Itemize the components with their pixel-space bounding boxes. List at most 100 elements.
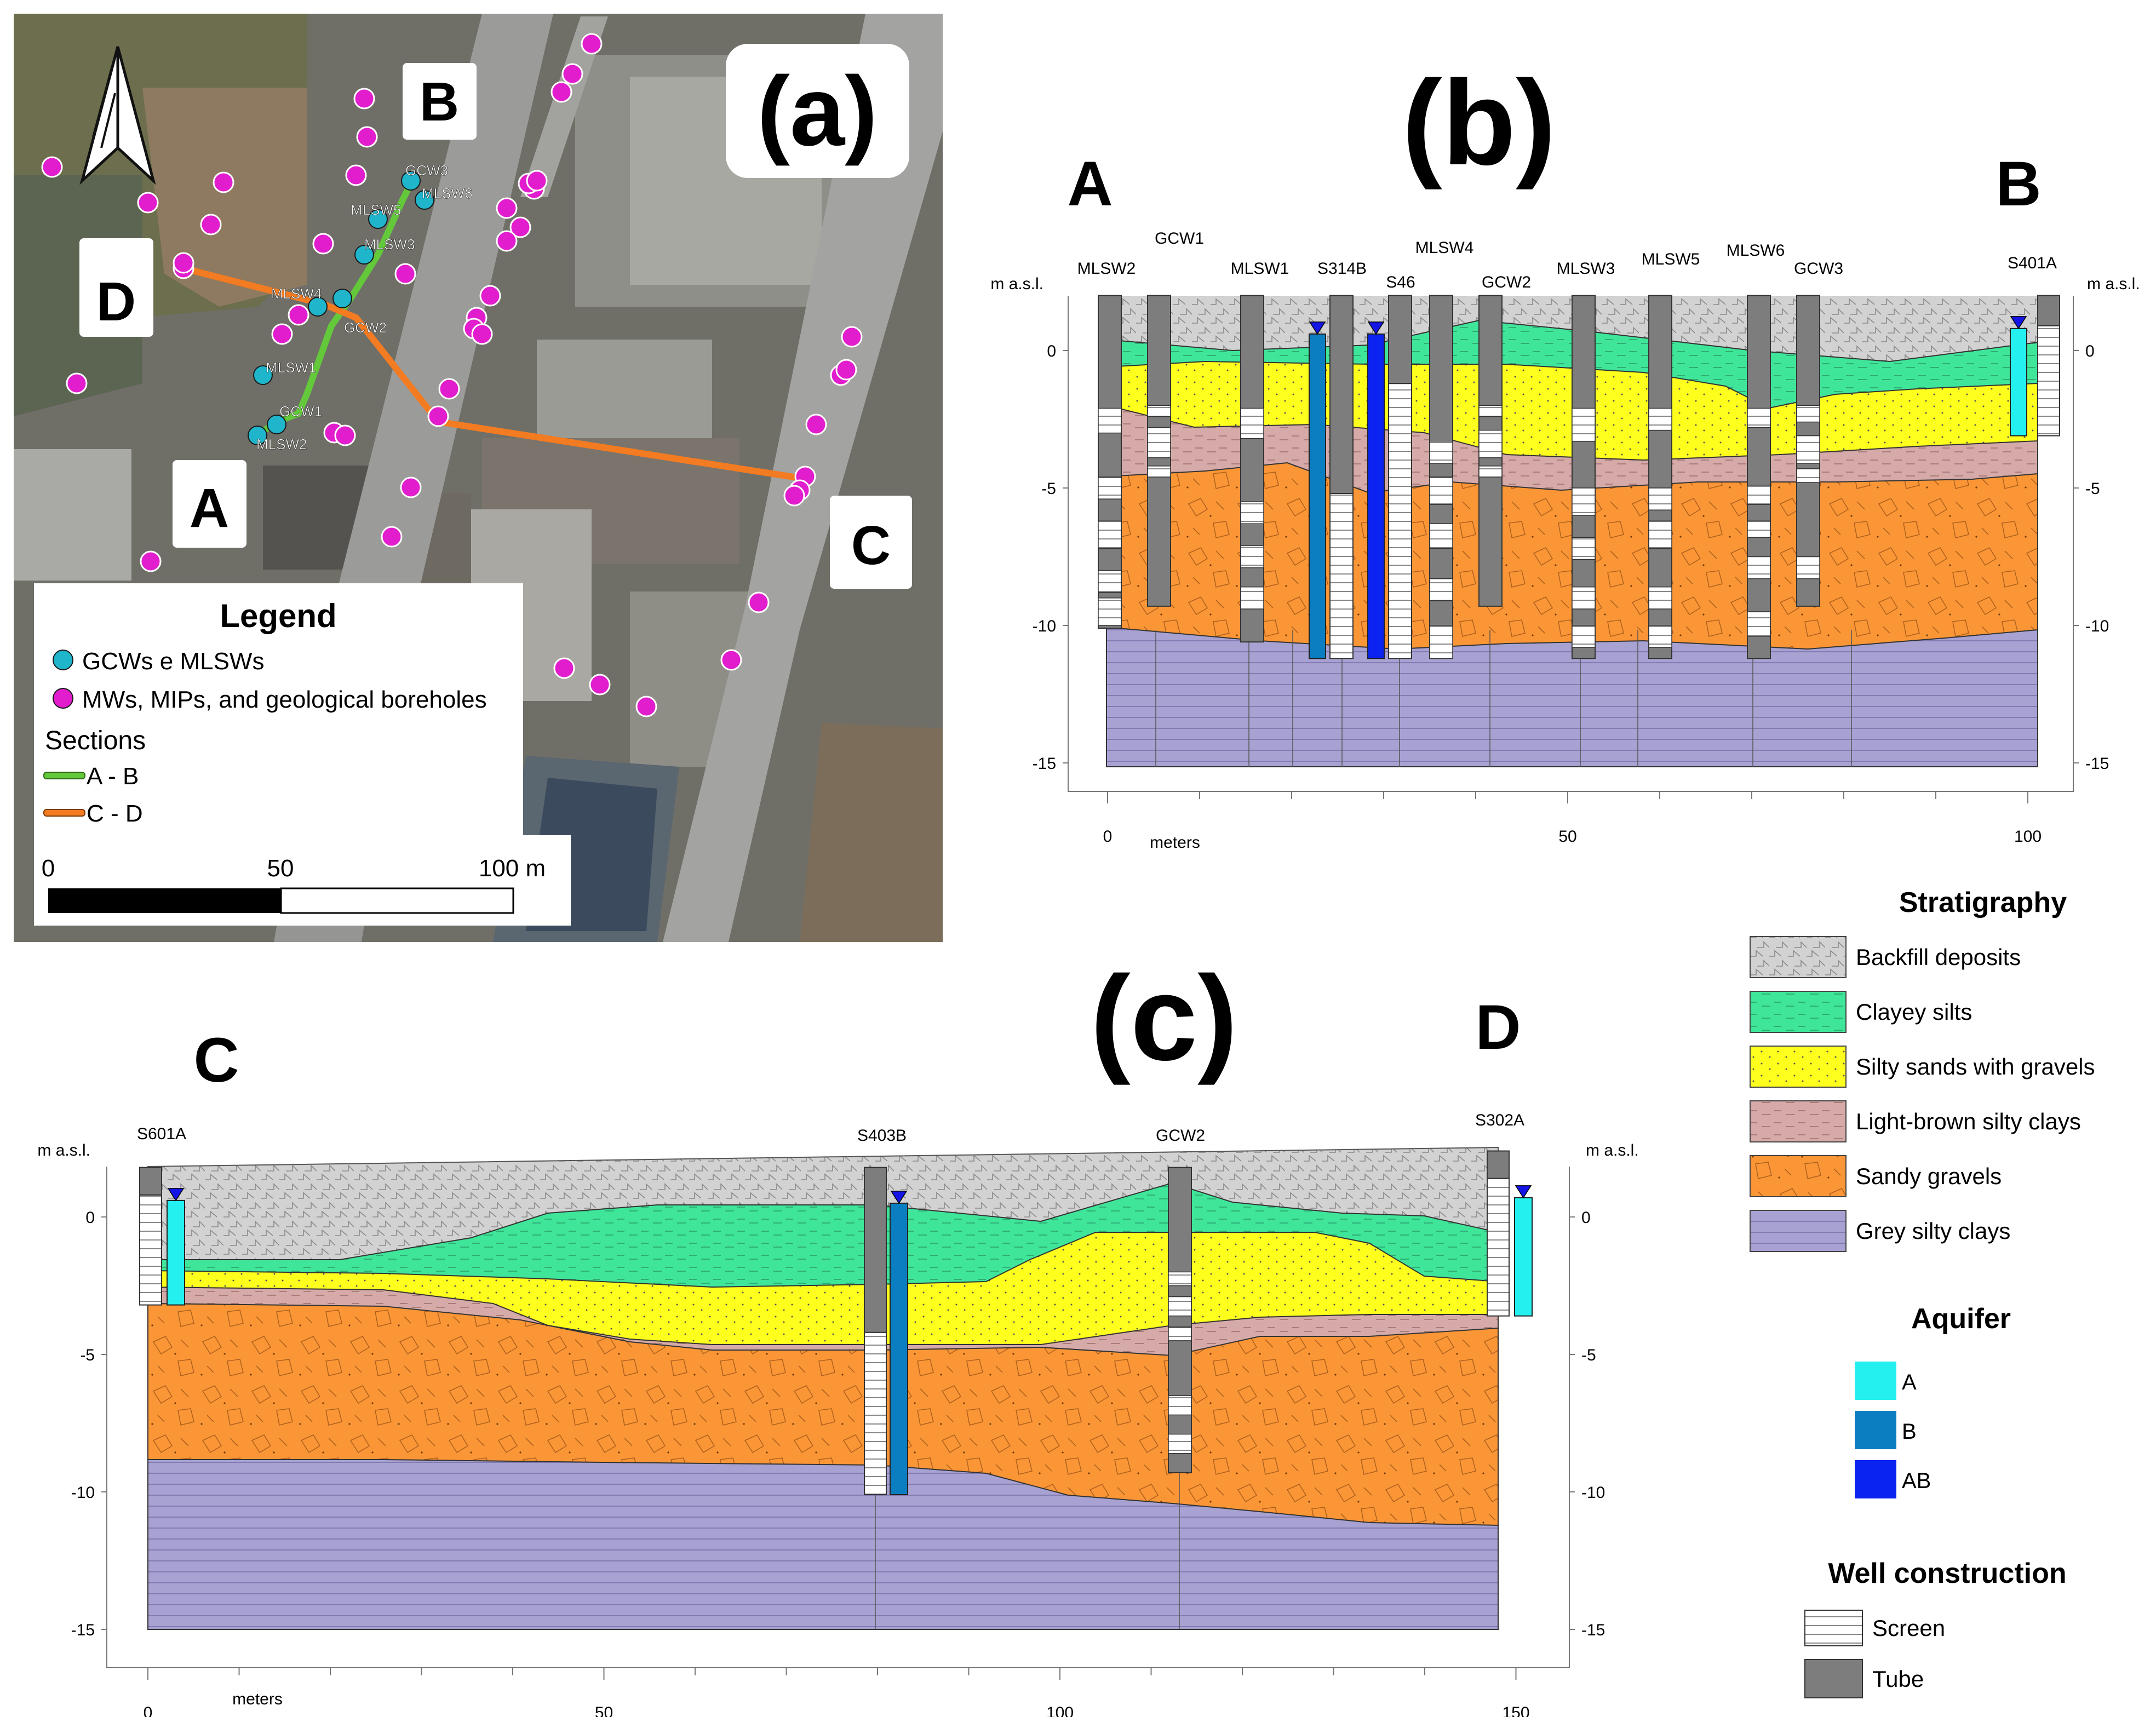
- well-screen: [1796, 468, 1820, 483]
- well-screen: [1796, 405, 1820, 423]
- legend-stratigraphy-title: Stratigraphy: [1899, 887, 2067, 918]
- well-screen: [1648, 625, 1672, 648]
- well-label: GCW1: [1155, 229, 1204, 248]
- map-point-c: C: [851, 515, 891, 576]
- c-xtick-label: 50: [595, 1704, 613, 1717]
- b-ytick-label-left: 0: [1047, 342, 1056, 360]
- well-tube: [1388, 295, 1412, 384]
- water-level-icon: [2010, 316, 2027, 330]
- well-screen: [1168, 1433, 1192, 1454]
- c-ytick-label-left: -15: [71, 1621, 95, 1639]
- well-marker: [308, 297, 328, 317]
- borehole-marker: [427, 405, 449, 427]
- section-c-end-d: D: [1475, 992, 1521, 1063]
- c-stratum-grey-clays: [147, 1459, 1499, 1630]
- aquifer-bar-ab: [1367, 333, 1385, 659]
- well-screen: [1429, 523, 1453, 549]
- well-screen: [1572, 586, 1596, 610]
- well-screen: [1168, 1271, 1192, 1287]
- section-b-end-b: B: [1996, 149, 2041, 219]
- c-xtick-label: 0: [144, 1704, 153, 1717]
- legend-stratum-label: Silty sands with gravels: [1856, 1054, 2095, 1079]
- water-level-icon: [890, 1191, 908, 1204]
- well-screen: [139, 1194, 162, 1306]
- well-screen: [1796, 435, 1820, 464]
- map-label-mlsw3: MLSW3: [364, 236, 415, 252]
- c-ytick-label-right: -15: [1581, 1621, 1605, 1639]
- map-point-b: B: [420, 71, 459, 133]
- well-marker: [415, 190, 434, 210]
- map-label-gcw3: GCW3: [405, 162, 448, 179]
- well-label: MLSW2: [1077, 260, 1136, 278]
- legend-aquifer-swatch: [1854, 1459, 1897, 1500]
- water-level-icon: [167, 1188, 185, 1202]
- legend-stratum-swatch: [1750, 936, 1847, 978]
- well-screen: [1572, 487, 1596, 516]
- aquifer-bar-b: [890, 1202, 908, 1496]
- borehole-marker: [526, 170, 548, 192]
- well-screen: [1478, 405, 1503, 417]
- well-screen: [1240, 545, 1264, 568]
- c-unit-left: m a.s.l.: [37, 1141, 90, 1159]
- borehole-marker: [635, 696, 657, 717]
- well-screen: [1429, 625, 1453, 659]
- well-label: MLSW3: [1557, 260, 1615, 278]
- well-screen: [1648, 586, 1672, 610]
- well-tube: [139, 1167, 162, 1196]
- c-ytick-label-right: -5: [1581, 1346, 1596, 1364]
- borehole-marker: [271, 323, 293, 345]
- north-arrow-icon: [79, 46, 156, 185]
- borehole-marker: [394, 263, 416, 285]
- b-ytick-label-right: -10: [2085, 617, 2109, 635]
- b-ytick-label-right: -5: [2085, 480, 2100, 498]
- section-b-end-a: A: [1067, 149, 1113, 219]
- well-screen: [1747, 556, 1771, 579]
- legend-stratum-swatch: [1750, 1155, 1847, 1197]
- well-label: GCW2: [1482, 273, 1531, 291]
- well-tube: [2037, 295, 2060, 326]
- map-label-mlsw1: MLSW1: [266, 359, 316, 376]
- well-tube: [1487, 1150, 1510, 1179]
- borehole-marker: [438, 378, 460, 400]
- well-label: MLSW4: [1415, 239, 1474, 257]
- map-legend-wells: GCWs e MLSWs: [82, 648, 264, 675]
- borehole-marker: [496, 197, 518, 219]
- well-label: S46: [1386, 273, 1415, 291]
- borehole-marker: [783, 485, 805, 507]
- map-legend-title: Legend: [220, 598, 336, 634]
- map-point-a: A: [190, 478, 229, 539]
- legend-well-marker: [53, 650, 73, 670]
- map-label-mlsw6: MLSW6: [422, 185, 472, 202]
- water-level-icon: [1515, 1185, 1532, 1199]
- well-marker: [332, 289, 352, 308]
- map-label-mlsw2: MLSW2: [256, 436, 307, 452]
- well-screen: [1572, 537, 1596, 560]
- well-screen: [1429, 578, 1453, 601]
- well-label: MLSW1: [1231, 260, 1289, 278]
- map-label-gcw1: GCW1: [279, 403, 322, 420]
- legend-stratum-label: Clayey silts: [1856, 999, 1972, 1025]
- borehole-marker: [140, 550, 162, 572]
- borehole-marker: [748, 592, 770, 613]
- map-legend-sections: Sections: [45, 726, 146, 755]
- well-screen: [1572, 407, 1596, 442]
- well-screen: [2037, 325, 2060, 437]
- legend-section-cd-line: [43, 809, 85, 817]
- borehole-marker: [479, 285, 501, 307]
- aquifer-bar-a: [1514, 1197, 1533, 1317]
- well-label: S403B: [857, 1127, 907, 1145]
- well-screen: [1240, 586, 1264, 610]
- b-ytick-label-left: -15: [1033, 755, 1056, 773]
- legend-stratum-label: Grey silty clays: [1856, 1218, 2010, 1244]
- well-screen: [1147, 405, 1171, 417]
- legend-stratum-swatch: [1750, 991, 1847, 1033]
- well-screen: [1429, 440, 1453, 464]
- map-legend-section-cd: C - D: [87, 800, 143, 827]
- map-legend: [34, 583, 523, 835]
- well-label: S401A: [2008, 254, 2057, 272]
- legend-borehole-marker: [53, 688, 73, 709]
- borehole-marker: [841, 326, 863, 348]
